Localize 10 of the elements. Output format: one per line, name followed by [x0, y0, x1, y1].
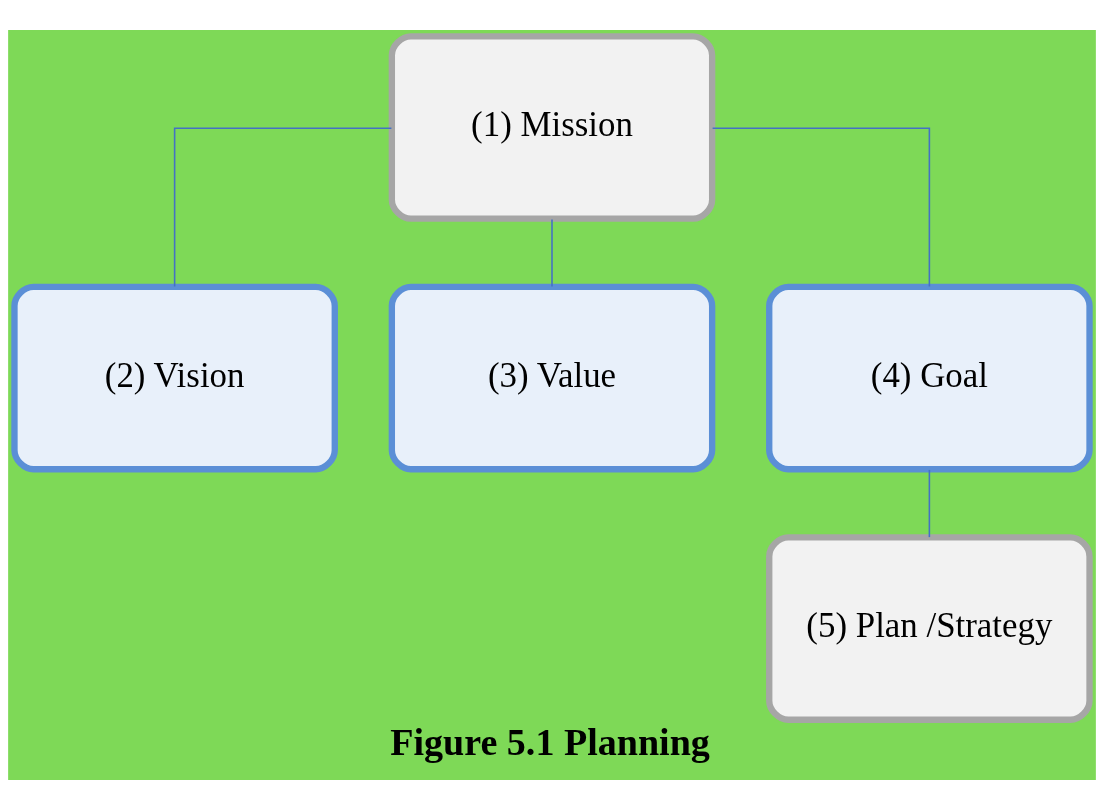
node-box: (2) Vision: [11, 283, 338, 472]
connector: [928, 468, 931, 538]
caption: Figure 5.1 Planning: [390, 720, 710, 763]
node-box: (5) Plan /Strategy: [766, 533, 1093, 723]
connector: [551, 218, 553, 287]
node-box: (3) Value: [388, 283, 716, 472]
connector: [711, 127, 931, 287]
node-box: (4) Goal: [766, 283, 1093, 472]
node-box: (1) Mission: [388, 32, 716, 222]
connector: [173, 127, 393, 287]
